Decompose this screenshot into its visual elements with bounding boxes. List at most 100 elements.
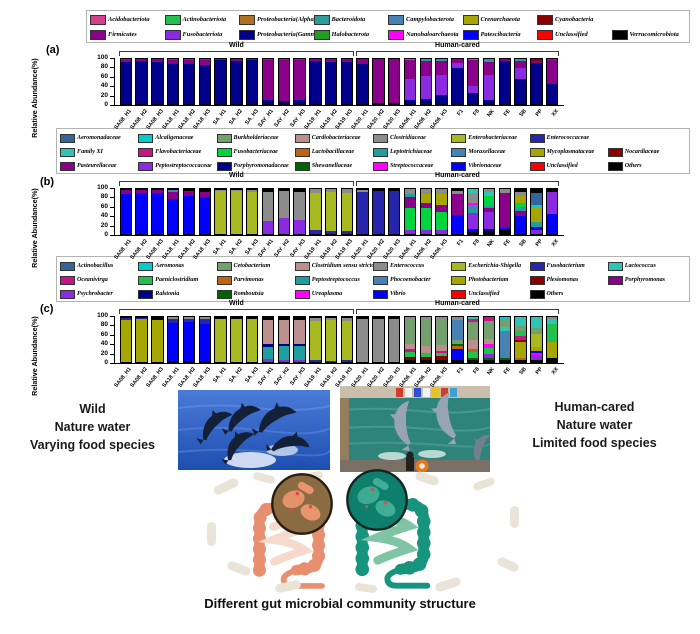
bar-segment bbox=[246, 60, 258, 104]
legend-label: Cardiobacteriaceae bbox=[311, 134, 361, 141]
legend-label: Proteobacteria(Alpha) bbox=[257, 16, 316, 24]
bar-segment bbox=[246, 59, 258, 61]
legend-swatch bbox=[451, 161, 467, 171]
legend-label: Romboutsia bbox=[233, 290, 264, 297]
bar-segment bbox=[262, 59, 274, 60]
legend-swatch bbox=[373, 133, 388, 143]
stacked-bar bbox=[135, 316, 148, 363]
stacked-bar bbox=[514, 188, 527, 235]
legend-item: Burkholderiaceae bbox=[216, 133, 295, 143]
stacked-bar bbox=[135, 188, 148, 235]
stacked-bar bbox=[403, 188, 417, 235]
legend-label: Alcaligenaceae bbox=[155, 134, 194, 141]
bar-segment bbox=[278, 344, 289, 346]
bar-segment bbox=[436, 204, 447, 212]
x-tick-label: SA_H2 bbox=[228, 366, 244, 385]
bar-segment bbox=[436, 59, 447, 61]
legend-swatch bbox=[373, 147, 388, 157]
stacked-bar bbox=[324, 316, 338, 363]
bar-segment bbox=[168, 192, 179, 199]
stacked-bar bbox=[545, 58, 559, 105]
bar-segment bbox=[389, 59, 400, 104]
bar-segment bbox=[341, 317, 353, 319]
bar-segment bbox=[357, 59, 368, 64]
legend-item: Halobacterota bbox=[313, 29, 389, 40]
bar-segment bbox=[215, 190, 226, 234]
bar-segment bbox=[389, 319, 400, 362]
legend-item: Lactococcus bbox=[607, 261, 686, 271]
group-label: Human-cared bbox=[435, 42, 480, 49]
bar-segment bbox=[120, 317, 132, 319]
bar-segment bbox=[183, 63, 195, 104]
bar-segment bbox=[294, 59, 305, 60]
legend-swatch bbox=[60, 275, 75, 285]
stacked-bar bbox=[530, 188, 543, 235]
y-tick bbox=[110, 95, 114, 97]
bar-segment bbox=[404, 193, 416, 197]
bar-segment bbox=[262, 220, 274, 234]
stacked-bar bbox=[340, 188, 354, 235]
legend-item: Leptotrichiaceae bbox=[373, 147, 451, 157]
stacked-bar bbox=[356, 58, 369, 105]
stacked-bar bbox=[498, 316, 511, 363]
bar-segment bbox=[483, 75, 495, 100]
legend-item: Ralstonia bbox=[138, 289, 216, 299]
legend-label: Plesiomonas bbox=[546, 276, 579, 283]
bar-segment bbox=[199, 318, 210, 325]
bar-segment bbox=[231, 317, 242, 320]
bar-segment bbox=[294, 344, 305, 347]
stacked-bar bbox=[245, 58, 259, 105]
legend-label: Lactococcus bbox=[624, 262, 656, 269]
y-tick bbox=[110, 188, 114, 189]
bar-segment bbox=[183, 318, 195, 323]
bar-segment bbox=[404, 344, 416, 350]
bar-segment bbox=[499, 326, 510, 331]
stacked-bar bbox=[324, 58, 338, 105]
legend-item: Others bbox=[607, 161, 686, 171]
bar-segment bbox=[231, 60, 242, 104]
bar-segment bbox=[515, 339, 526, 342]
legend-item: Moraxellaceae bbox=[451, 147, 529, 157]
bar-segment bbox=[452, 317, 463, 321]
bar-segment bbox=[246, 189, 258, 190]
legend-item: Escherichia-Shigella bbox=[451, 261, 529, 271]
bar-segment bbox=[152, 193, 163, 234]
legend-swatch bbox=[373, 261, 388, 271]
legend-item: Peptostreptococcus bbox=[294, 275, 373, 285]
bar-segment bbox=[404, 99, 416, 104]
legend-label: Psychrobacter bbox=[77, 290, 113, 297]
stacked-bar bbox=[530, 58, 543, 105]
y-tick-label: 60 bbox=[100, 72, 108, 80]
bar-segment bbox=[278, 319, 289, 345]
legend-swatch bbox=[529, 289, 545, 299]
legend-item: Lactobacillaceae bbox=[294, 147, 373, 157]
bar-segment bbox=[136, 189, 147, 190]
stacked-bar bbox=[419, 58, 432, 105]
bar-segment bbox=[467, 359, 479, 362]
x-axis-line bbox=[114, 105, 564, 106]
legend-label: Firmicutes bbox=[108, 30, 137, 38]
bar-segment bbox=[262, 346, 274, 360]
bar-segment bbox=[278, 360, 289, 362]
legend-label: Flavobacteriaceae bbox=[155, 148, 202, 155]
stacked-bar bbox=[182, 188, 196, 235]
bar-segment bbox=[278, 317, 289, 320]
stacked-bar bbox=[419, 188, 432, 235]
bar-segment bbox=[531, 222, 542, 227]
bar-segment bbox=[215, 318, 226, 362]
bar-segment bbox=[120, 318, 132, 320]
bar-segment bbox=[452, 340, 463, 344]
background-pill bbox=[496, 555, 520, 574]
bar-segment bbox=[467, 205, 479, 209]
bar-segment bbox=[483, 189, 495, 193]
x-tick-label: PP bbox=[534, 366, 544, 376]
bar-segment bbox=[152, 61, 163, 104]
stacked-bar bbox=[261, 316, 275, 363]
bar-segment bbox=[436, 353, 447, 356]
legend-label: Actinobacteriota bbox=[182, 16, 227, 24]
stacked-bar bbox=[356, 316, 369, 363]
legend-label: Cyanobacteria bbox=[555, 16, 594, 24]
stacked-bar bbox=[309, 316, 322, 363]
y-tick-label: 100 bbox=[97, 184, 108, 191]
stacked-bar bbox=[261, 58, 275, 105]
